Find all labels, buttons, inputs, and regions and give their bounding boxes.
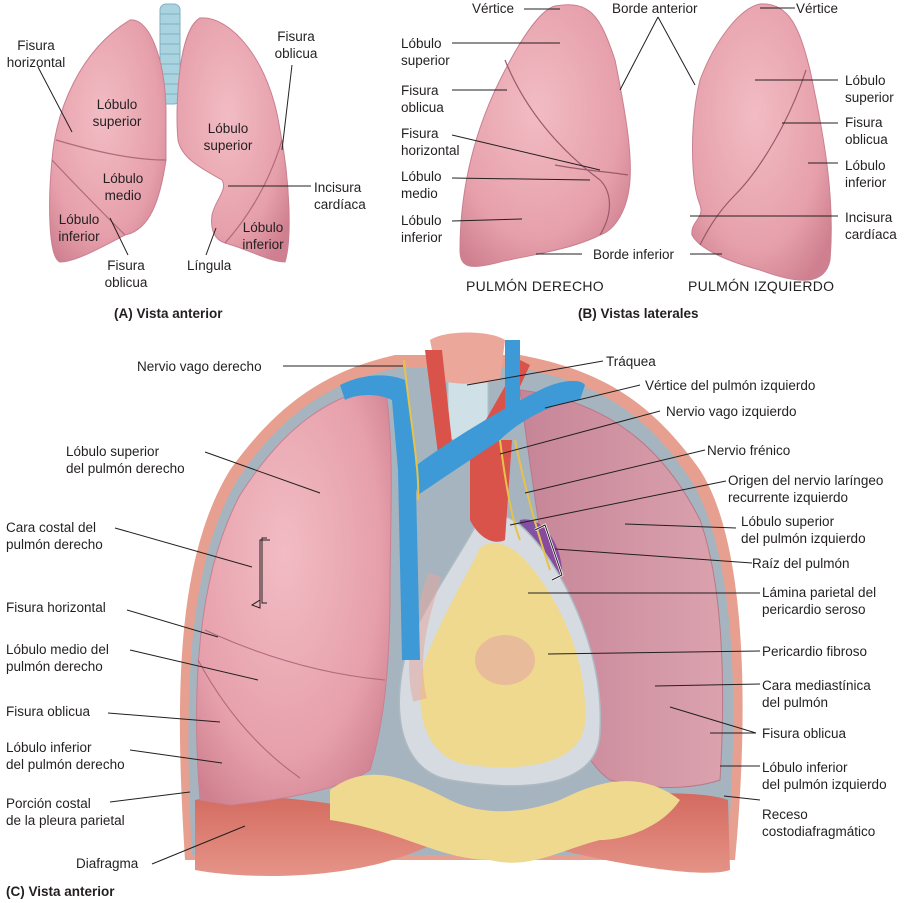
label-c-lamina-parietal: Lámina parietal del pericardio seroso <box>762 585 877 617</box>
label-c-lobulo-superior-pulmon-derecho: Lóbulo superior del pulmón derecho <box>66 444 185 476</box>
label-a-fisura-horizontal: Fisura horizontal <box>6 38 66 70</box>
label-a-lobulo-medio: Lóbulo medio <box>102 171 144 203</box>
label-a-fisura-oblicua-derecha: Fisura oblicua <box>104 258 148 290</box>
label-b-lobulo-superior-izquierdo: Lóbulo superior <box>845 73 894 105</box>
label-c-origen-nervio-laringeo: Origen del nervio laríngeo recurrente iz… <box>728 473 884 505</box>
label-b-fisura-horizontal: Fisura horizontal <box>401 126 460 158</box>
label-a-fisura-oblicua-izquierda: Fisura oblicua <box>274 29 318 61</box>
label-a-lobulo-superior-derecho: Lóbulo superior <box>92 97 142 129</box>
label-b-borde-inferior: Borde inferior <box>593 247 675 262</box>
label-a-lobulo-inferior-derecho: Lóbulo inferior <box>58 212 100 244</box>
label-b-lobulo-inferior-derecho: Lóbulo inferior <box>401 213 443 245</box>
label-b-vertice-derecho: Vértice <box>472 1 515 16</box>
label-c-receso-costodiafragmatico: Receso costodiafragmático <box>762 807 876 839</box>
label-c-diafragma: Diafragma <box>76 856 139 871</box>
caption-panel-c: (C) Vista anterior <box>6 884 115 899</box>
label-a-lobulo-superior-izquierdo: Lóbulo superior <box>203 121 253 153</box>
label-c-fisura-horizontal: Fisura horizontal <box>6 600 106 615</box>
label-c-fisura-oblicua-izquierda: Fisura oblicua <box>762 726 847 741</box>
label-b-lobulo-medio: Lóbulo medio <box>401 169 442 201</box>
label-b-incisura-cardiaca: Incisura cardíaca <box>845 210 897 242</box>
panel-b-lateral-lungs <box>459 3 832 281</box>
label-c-nervio-vago-derecho: Nervio vago derecho <box>137 359 262 374</box>
label-c-lobulo-inferior-izquierdo: Lóbulo inferior del pulmón izquierdo <box>762 760 887 792</box>
label-c-lobulo-medio: Lóbulo medio del pulmón derecho <box>6 642 109 674</box>
label-b-fisura-oblicua-derecha: Fisura oblicua <box>401 83 444 115</box>
caption-panel-b: (B) Vistas laterales <box>578 306 699 321</box>
label-c-vertice-pulmon-izquierdo: Vértice del pulmón izquierdo <box>645 378 816 393</box>
label-c-raiz-pulmon: Raíz del pulmón <box>752 556 850 571</box>
label-c-cara-costal: Cara costal del pulmón derecho <box>6 520 103 552</box>
label-b-lobulo-superior-derecho: Lóbulo superior <box>401 36 450 68</box>
panel-c-thorax <box>179 332 743 876</box>
label-c-pericardio-fibroso: Pericardio fibroso <box>762 644 868 659</box>
subtitle-pulmon-izquierdo: PULMÓN IZQUIERDO <box>688 278 835 294</box>
label-c-porcion-costal-pleura: Porción costal de la pleura parietal <box>6 796 125 828</box>
subtitle-pulmon-derecho: PULMÓN DERECHO <box>466 278 604 294</box>
label-b-lobulo-inferior-izquierdo: Lóbulo inferior <box>845 158 887 190</box>
label-c-traquea: Tráquea <box>606 354 656 369</box>
label-c-lobulo-inferior-derecho: Lóbulo inferior del pulmón derecho <box>6 740 125 772</box>
label-a-lingula: Língula <box>187 258 232 273</box>
label-c-lobulo-superior-izquierdo: Lóbulo superior del pulmón izquierdo <box>741 514 866 546</box>
label-a-lobulo-inferior-izquierdo: Lóbulo inferior <box>242 220 284 252</box>
panel-a-anterior-lungs <box>49 3 290 263</box>
label-a-incisura-cardiaca: Incisura cardíaca <box>314 180 366 212</box>
label-c-nervio-vago-izquierdo: Nervio vago izquierdo <box>666 404 797 419</box>
label-c-nervio-frenico: Nervio frénico <box>707 443 791 458</box>
caption-panel-a: (A) Vista anterior <box>114 306 223 321</box>
label-b-fisura-oblicua-izquierda: Fisura oblicua <box>845 115 888 147</box>
label-c-cara-mediastinica: Cara mediastínica del pulmón <box>762 678 871 710</box>
label-b-borde-anterior: Borde anterior <box>612 1 698 16</box>
label-c-fisura-oblicua-derecha: Fisura oblicua <box>6 704 91 719</box>
label-b-vertice-izquierdo: Vértice <box>796 1 839 16</box>
leader-lines <box>37 7 838 865</box>
